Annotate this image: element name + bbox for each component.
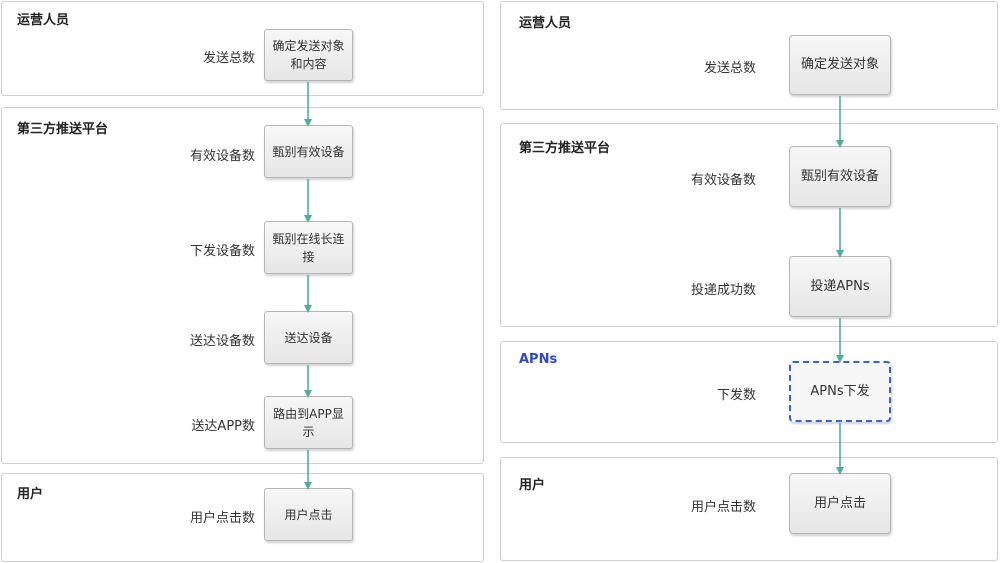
- right-lane-title-third-party: 第三方推送平台: [519, 141, 611, 156]
- right-lane-title-operator: 运营人员: [519, 16, 572, 31]
- left-metric-user-clicks: 用户点击数: [189, 511, 255, 526]
- right-lane-operator: [500, 1, 998, 110]
- left-node-route-app: 路由到APP显示: [264, 396, 353, 449]
- right-node-user-click: 用户点击: [789, 473, 891, 534]
- left-lane-title-user: 用户: [17, 487, 44, 502]
- left-metric-valid-devices: 有效设备数: [189, 149, 255, 164]
- left-lane-operator: [1, 1, 484, 96]
- left-metric-reached-app: 送达APP数: [191, 419, 255, 434]
- left-lane-third-party: [1, 107, 484, 464]
- right-node-deliver-apns: 投递APNs: [789, 256, 891, 317]
- right-metric-delivered-success: 投递成功数: [690, 283, 756, 298]
- left-lane-title-operator: 运营人员: [17, 13, 70, 28]
- left-metric-total-sent: 发送总数: [202, 51, 255, 66]
- right-node-confirm-target: 确定发送对象: [789, 35, 891, 95]
- left-metric-reached-devices: 送达设备数: [189, 334, 255, 349]
- left-lane-user: [1, 473, 484, 562]
- left-node-identify-online: 甄别在线长连接: [264, 221, 353, 274]
- left-node-identify-valid: 甄别有效设备: [264, 125, 353, 178]
- right-lane-apns: [500, 341, 998, 443]
- right-metric-valid-devices: 有效设备数: [690, 173, 756, 188]
- left-node-deliver-device: 送达设备: [264, 311, 353, 364]
- right-metric-total-sent: 发送总数: [703, 61, 756, 76]
- right-lane-title-user: 用户: [519, 478, 546, 493]
- left-metric-delivered-devices: 下发设备数: [189, 244, 255, 259]
- left-lane-title-third-party: 第三方推送平台: [17, 122, 109, 137]
- right-lane-title-apns: APNs: [519, 352, 558, 367]
- left-node-confirm-target: 确定发送对象和内容: [264, 29, 353, 81]
- right-metric-apns-sent: 下发数: [716, 388, 756, 403]
- right-metric-user-clicks: 用户点击数: [690, 500, 756, 515]
- right-lane-user: [500, 457, 998, 561]
- right-lane-third-party: [500, 123, 998, 327]
- left-node-user-click: 用户点击: [264, 488, 353, 541]
- right-node-identify-valid: 甄别有效设备: [789, 146, 891, 207]
- right-node-apns-send: APNs下发: [789, 361, 891, 422]
